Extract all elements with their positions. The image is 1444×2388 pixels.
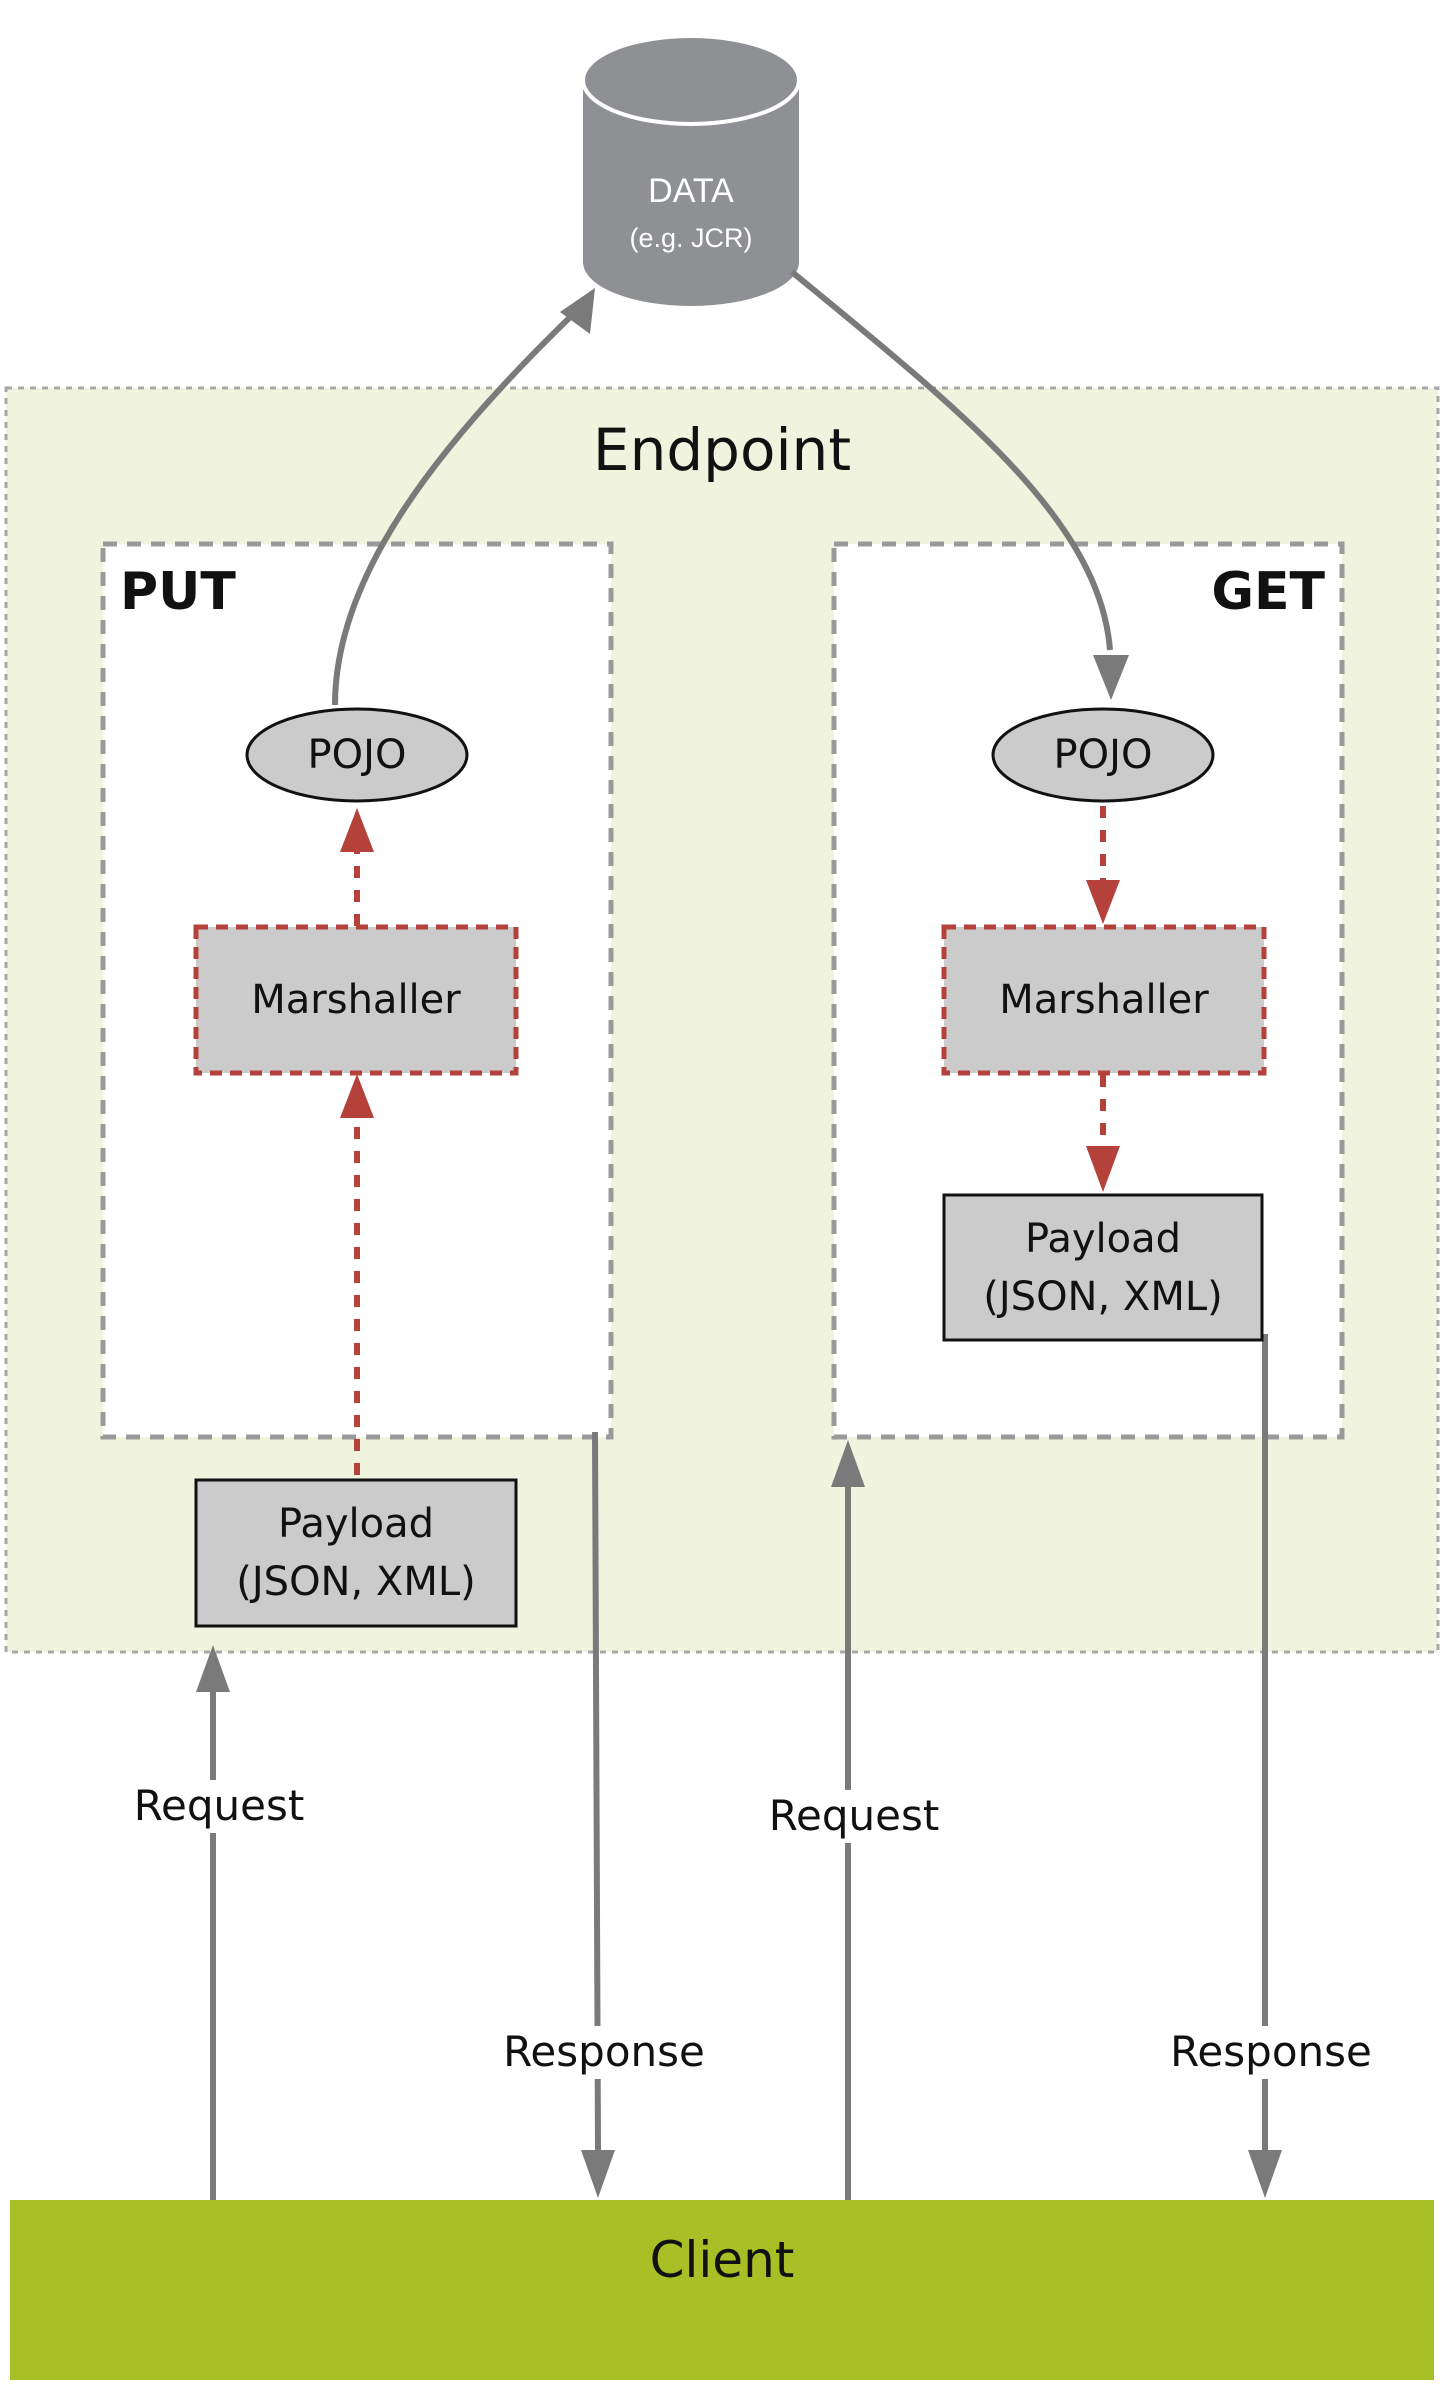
put-marshaller-to-pojo-arrowhead — [340, 808, 374, 852]
endpoint-label: Endpoint — [592, 416, 852, 484]
put-pojo-label: POJO — [307, 732, 407, 778]
put-response-arrowhead — [581, 2150, 615, 2198]
get-request-arrowhead — [831, 1440, 865, 1487]
client-label: Client — [649, 2231, 795, 2289]
get-response-arrowhead — [1248, 2150, 1282, 2198]
get-request-label: Request — [738, 1790, 970, 1843]
put-request-arrowhead — [196, 1645, 230, 1692]
database-icon — [581, 34, 801, 306]
data-to-get-pojo-arrowhead — [1093, 655, 1129, 700]
put-payload-line2: (JSON, XML) — [236, 1559, 476, 1605]
put-payload-label: Payload (JSON, XML) — [196, 1480, 516, 1626]
put-marshaller-label: Marshaller — [251, 977, 461, 1023]
get-payload-node — [942, 1193, 1264, 1342]
put-pojo-to-data-arrowhead — [560, 288, 595, 334]
get-label: GET — [1211, 562, 1325, 622]
get-response-label: Response — [1135, 2026, 1407, 2079]
client-bar — [10, 2200, 1434, 2380]
get-marshaller-node — [941, 924, 1267, 1076]
put-label: PUT — [120, 562, 236, 622]
get-pojo-to-marshaller-arrowhead — [1086, 880, 1120, 924]
put-payload-node — [194, 1478, 518, 1628]
get-payload-line1: Payload — [1025, 1215, 1181, 1262]
put-pojo-to-data-arrow — [332, 297, 591, 706]
get-marshaller-to-payload-arrowhead — [1086, 1146, 1120, 1192]
data-to-get-pojo-arrow — [790, 269, 1113, 651]
get-payload-label: Payload (JSON, XML) — [944, 1195, 1262, 1340]
data-store-subtitle: (e.g. JCR) — [629, 223, 753, 253]
put-payload-line1: Payload — [278, 1501, 434, 1547]
put-payload-to-marshaller-arrowhead — [340, 1074, 374, 1118]
get-payload-line2: (JSON, XML) — [983, 1273, 1223, 1320]
put-request-label: Request — [103, 1780, 335, 1833]
put-response-label: Response — [468, 2026, 740, 2079]
get-pojo-label: POJO — [1053, 732, 1153, 778]
put-pojo-node — [245, 707, 469, 803]
get-pojo-node — [991, 707, 1215, 803]
data-store-title: DATA — [648, 172, 734, 210]
get-marshaller-label: Marshaller — [999, 977, 1209, 1023]
put-marshaller-node — [193, 924, 519, 1076]
